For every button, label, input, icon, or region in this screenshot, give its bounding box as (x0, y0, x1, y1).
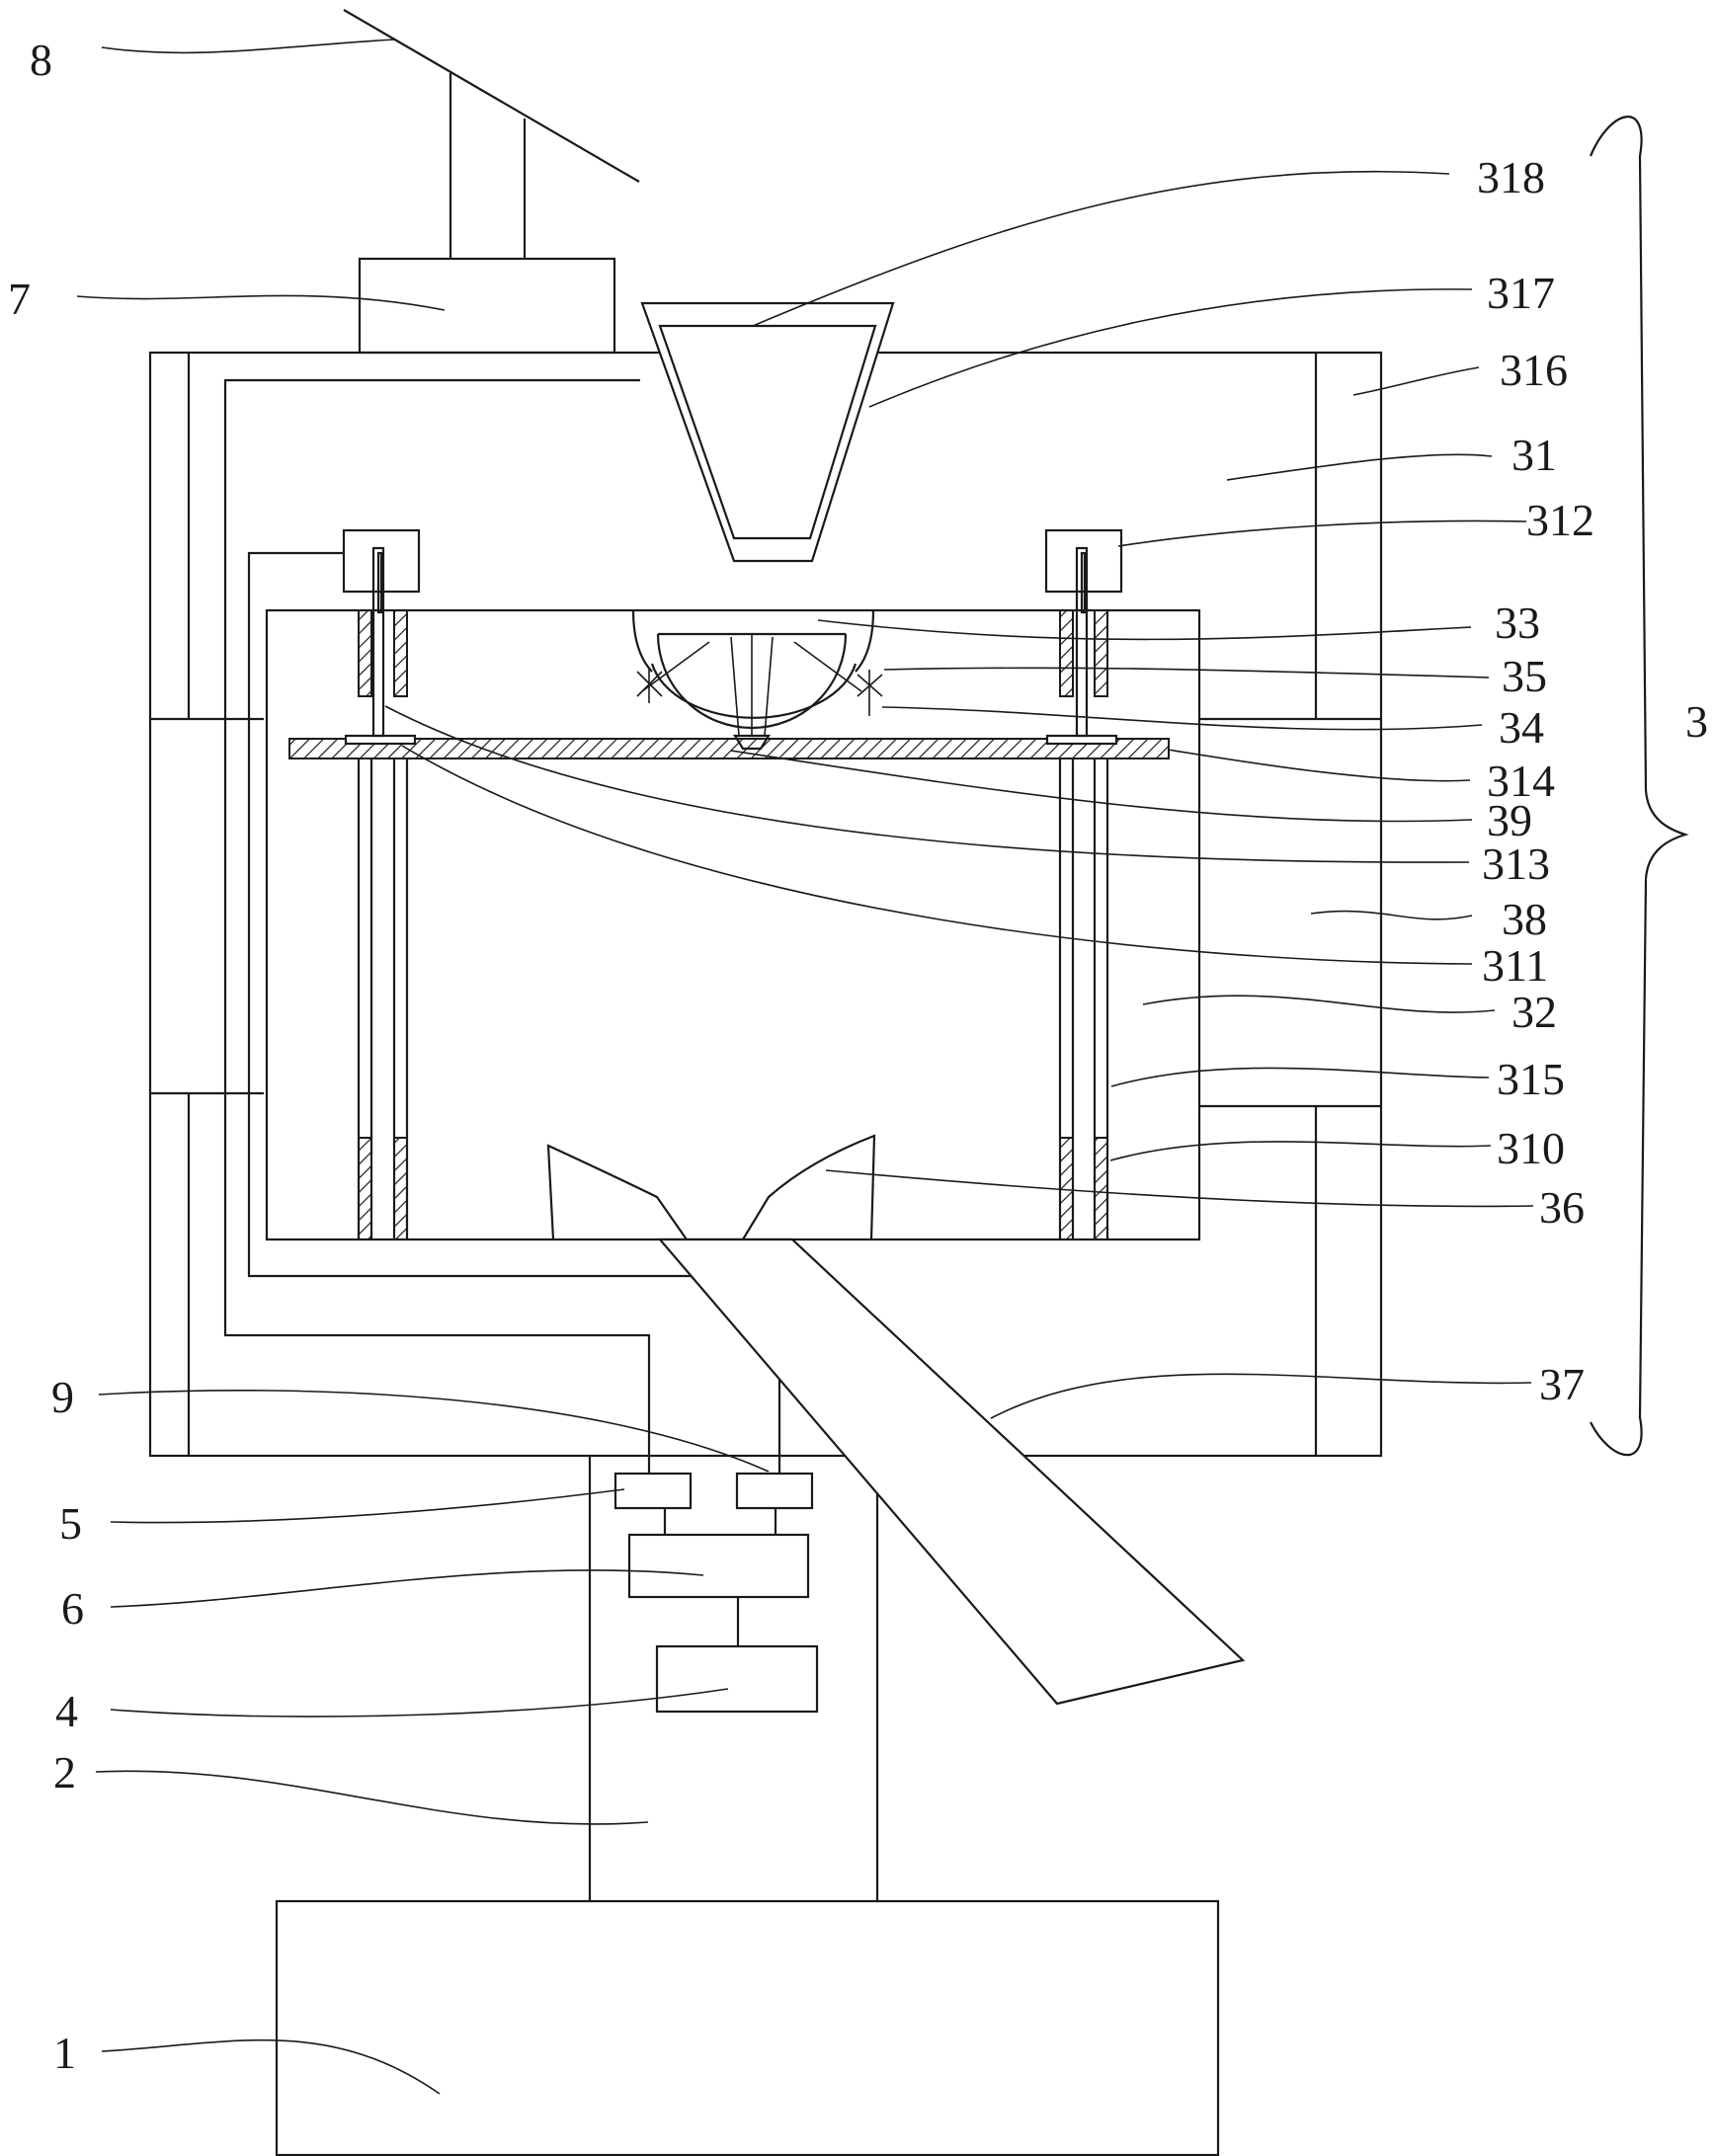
sleeve-310-left-bottom-b (394, 1138, 407, 1239)
blade-8 (344, 10, 639, 182)
label-37: 37 (1539, 1359, 1585, 1409)
hopper-318 (642, 303, 893, 561)
label-35: 35 (1502, 651, 1547, 701)
label-5: 5 (59, 1498, 82, 1549)
label-32: 32 (1511, 987, 1557, 1037)
label-313: 313 (1482, 838, 1550, 889)
discharge-chute-37 (660, 1239, 1243, 1704)
component-6 (629, 1535, 808, 1597)
nozzle-35-left (637, 668, 662, 703)
nozzle-35-right (858, 670, 882, 716)
sleeve-310-left-bottom-a (359, 1138, 371, 1239)
label-8: 8 (30, 35, 52, 85)
label-318: 318 (1477, 152, 1545, 202)
label-315: 315 (1497, 1054, 1565, 1104)
sleeve-310-right-top-b (1095, 610, 1107, 696)
component-4 (657, 1646, 817, 1712)
motor-7 (360, 259, 614, 353)
sleeve-310-left-top-b (394, 610, 407, 696)
guide-funnel-36-left (548, 1146, 687, 1239)
label-316: 316 (1500, 345, 1568, 395)
label-311: 311 (1482, 940, 1548, 991)
label-317: 317 (1487, 268, 1555, 318)
label-38: 38 (1502, 894, 1547, 944)
component-9 (737, 1474, 812, 1508)
label-4: 4 (55, 1686, 78, 1736)
label-312: 312 (1526, 495, 1594, 545)
plate-clamp-314-left (346, 736, 415, 744)
sleeve-310-right-top-a (1060, 610, 1073, 696)
sleeve-310-left-top-a (359, 610, 371, 696)
component-5 (615, 1474, 691, 1508)
label-33: 33 (1495, 598, 1540, 648)
label-34: 34 (1499, 702, 1544, 753)
support-column (590, 1456, 877, 1901)
label-310: 310 (1497, 1123, 1565, 1173)
label-9: 9 (51, 1372, 74, 1422)
base (277, 1901, 1218, 2155)
label-31: 31 (1511, 430, 1557, 480)
bowl-33 (633, 610, 873, 728)
label-2: 2 (53, 1747, 76, 1797)
plate-clamp-314-right (1047, 736, 1116, 744)
sleeve-310-right-bottom-b (1095, 1138, 1107, 1239)
housing-wall-left (150, 353, 264, 1456)
group-brace-3 (1591, 117, 1685, 1455)
housing-wall-right-316 (1199, 353, 1381, 1456)
label-36: 36 (1539, 1182, 1585, 1233)
label-1: 1 (53, 2028, 76, 2078)
guide-funnel-36-right (743, 1136, 874, 1239)
label-7: 7 (8, 274, 31, 324)
spray-lines (642, 634, 861, 736)
screen-plate-39 (289, 739, 1169, 759)
label-6: 6 (61, 1583, 84, 1634)
sleeve-310-right-bottom-a (1060, 1138, 1073, 1239)
label-3: 3 (1685, 696, 1708, 747)
wire-to-component-5 (225, 380, 649, 1474)
